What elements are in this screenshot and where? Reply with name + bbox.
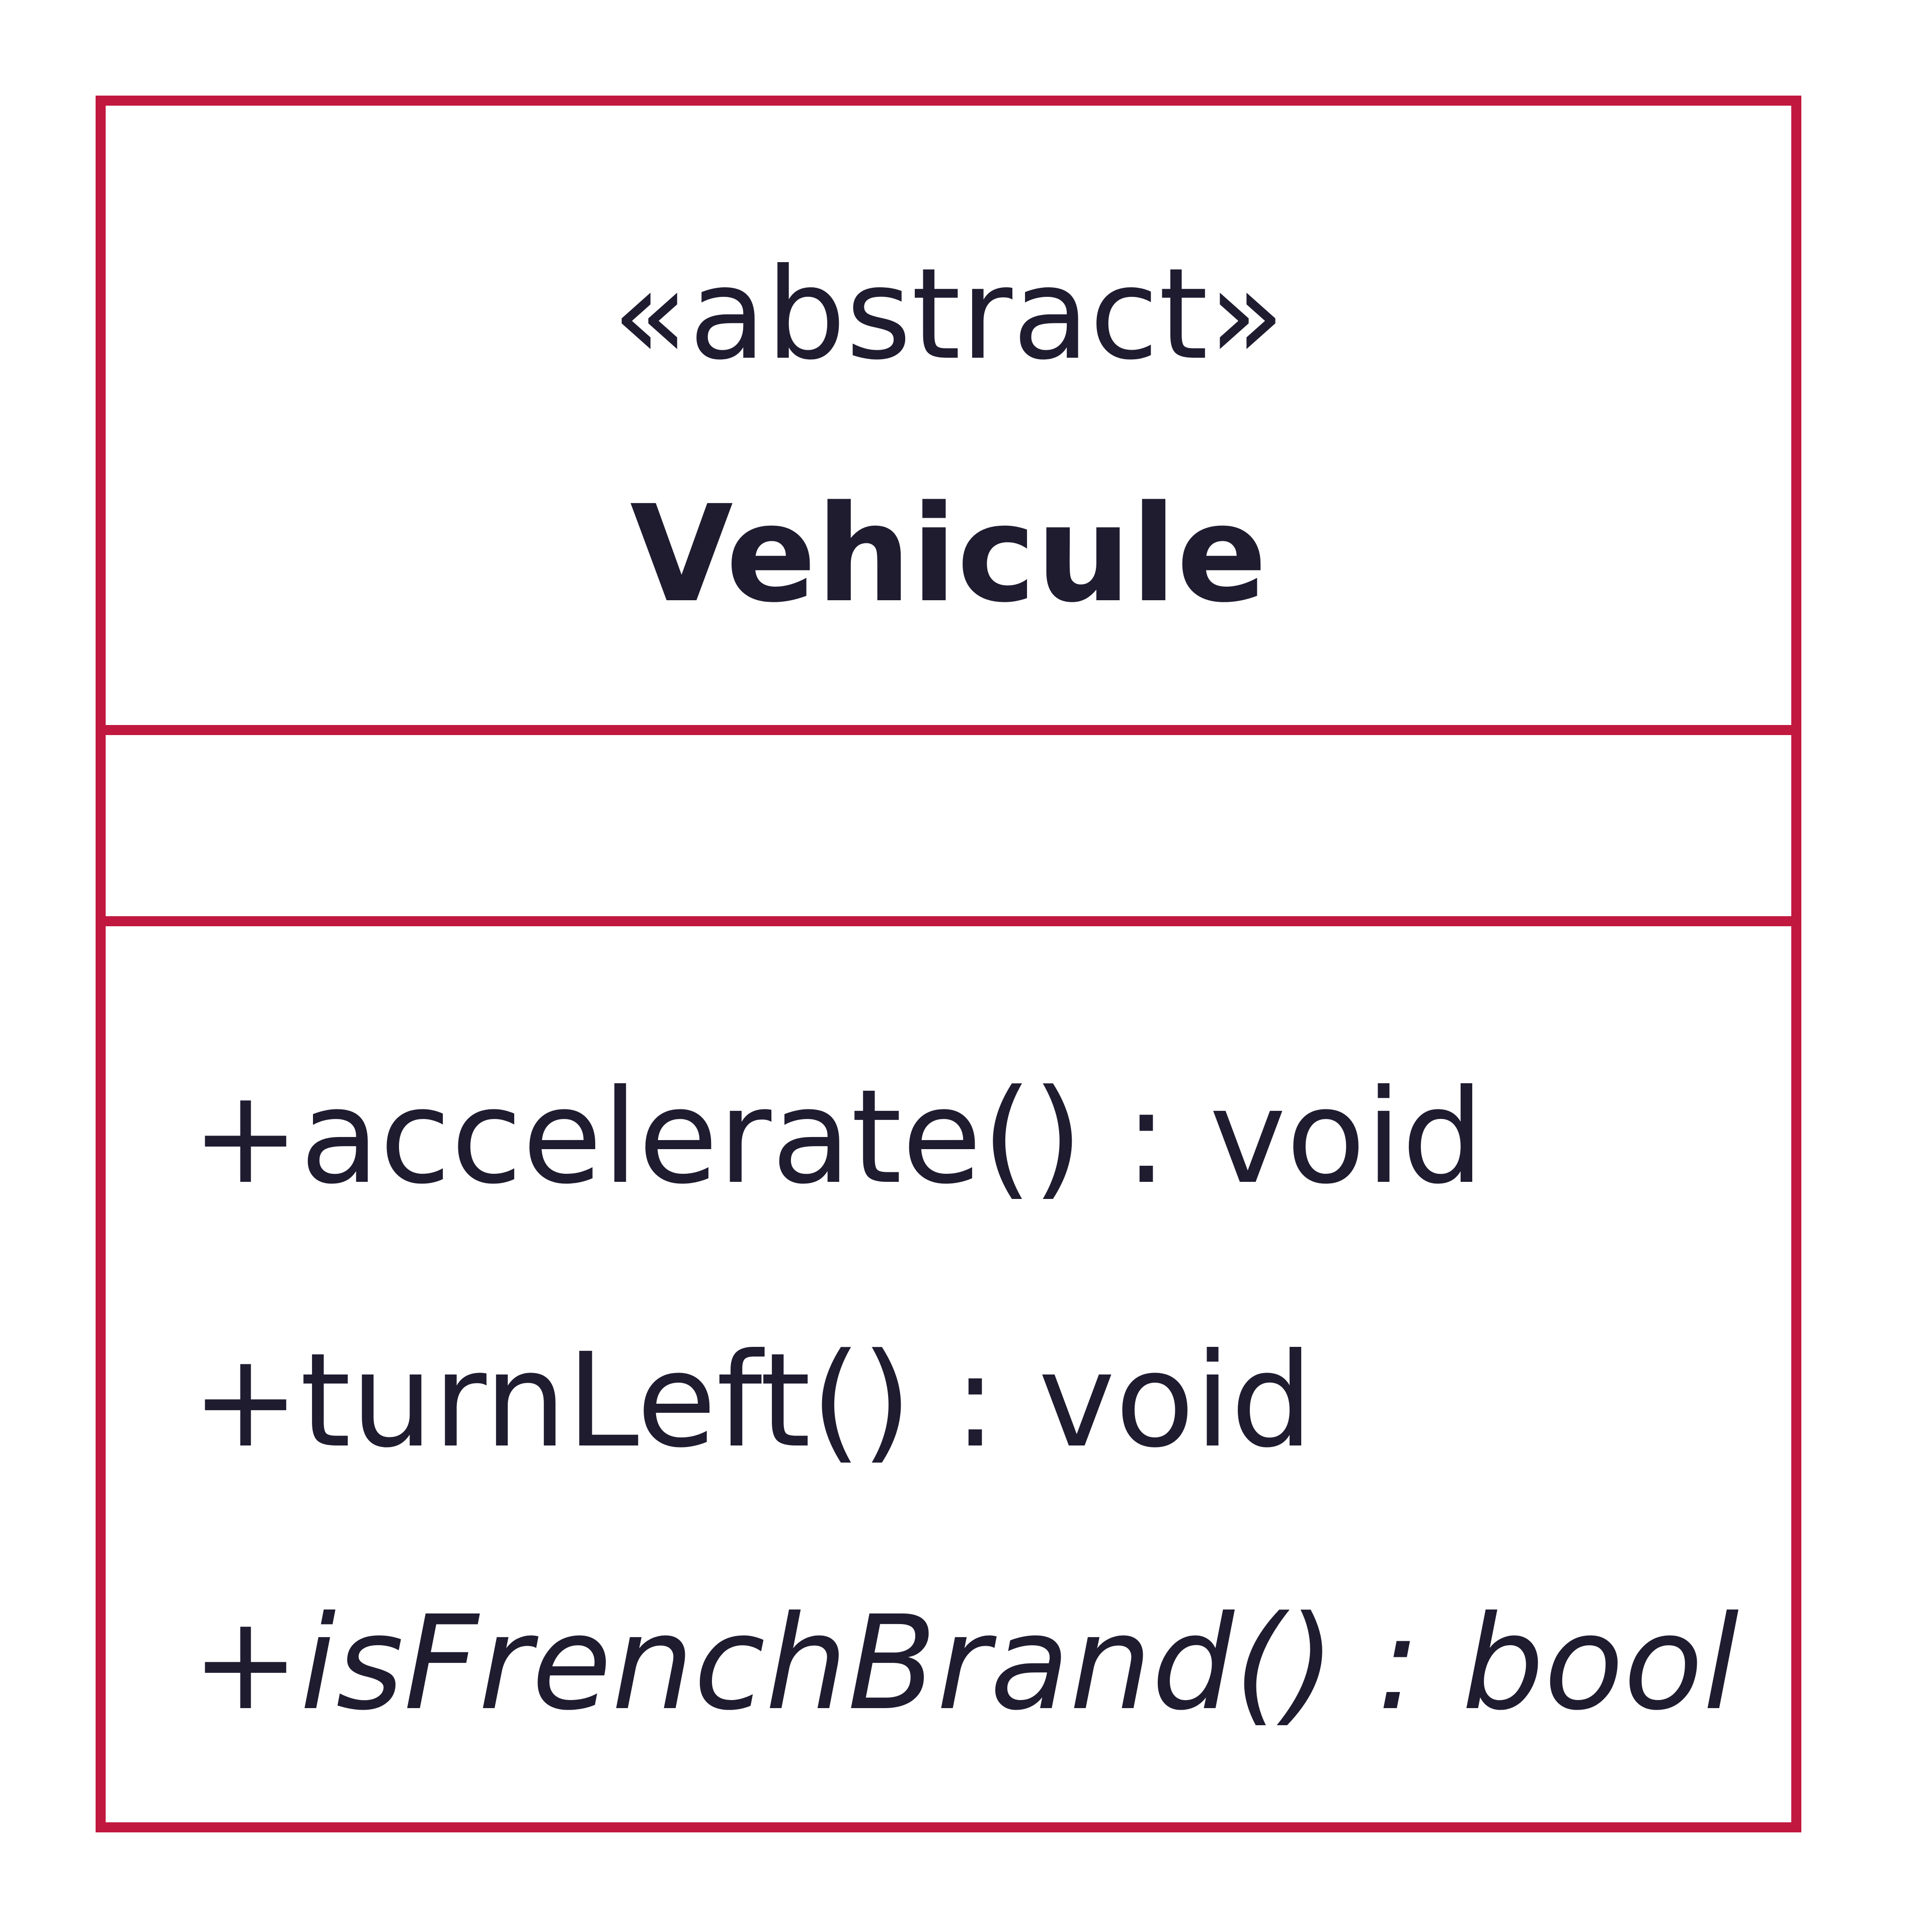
- operation-turn-left: +turnLeft() : void: [191, 1325, 1313, 1476]
- operation-accelerate: +accelerate() : void: [191, 1062, 1484, 1213]
- operations-compartment: +accelerate() : void +turnLeft() : void …: [106, 926, 1791, 1822]
- uml-class-box: «abstract» Vehicule +accelerate() : void…: [96, 96, 1801, 1832]
- compartment-divider-bottom: [106, 916, 1791, 926]
- class-name-compartment: «abstract» Vehicule: [106, 106, 1791, 725]
- class-name: Vehicule: [629, 477, 1267, 632]
- stereotype-label: «abstract»: [612, 241, 1285, 387]
- operation-is-french-brand: +isFrenchBrand() : bool: [191, 1588, 1739, 1739]
- attributes-compartment: [106, 735, 1791, 916]
- compartment-divider-top: [106, 725, 1791, 735]
